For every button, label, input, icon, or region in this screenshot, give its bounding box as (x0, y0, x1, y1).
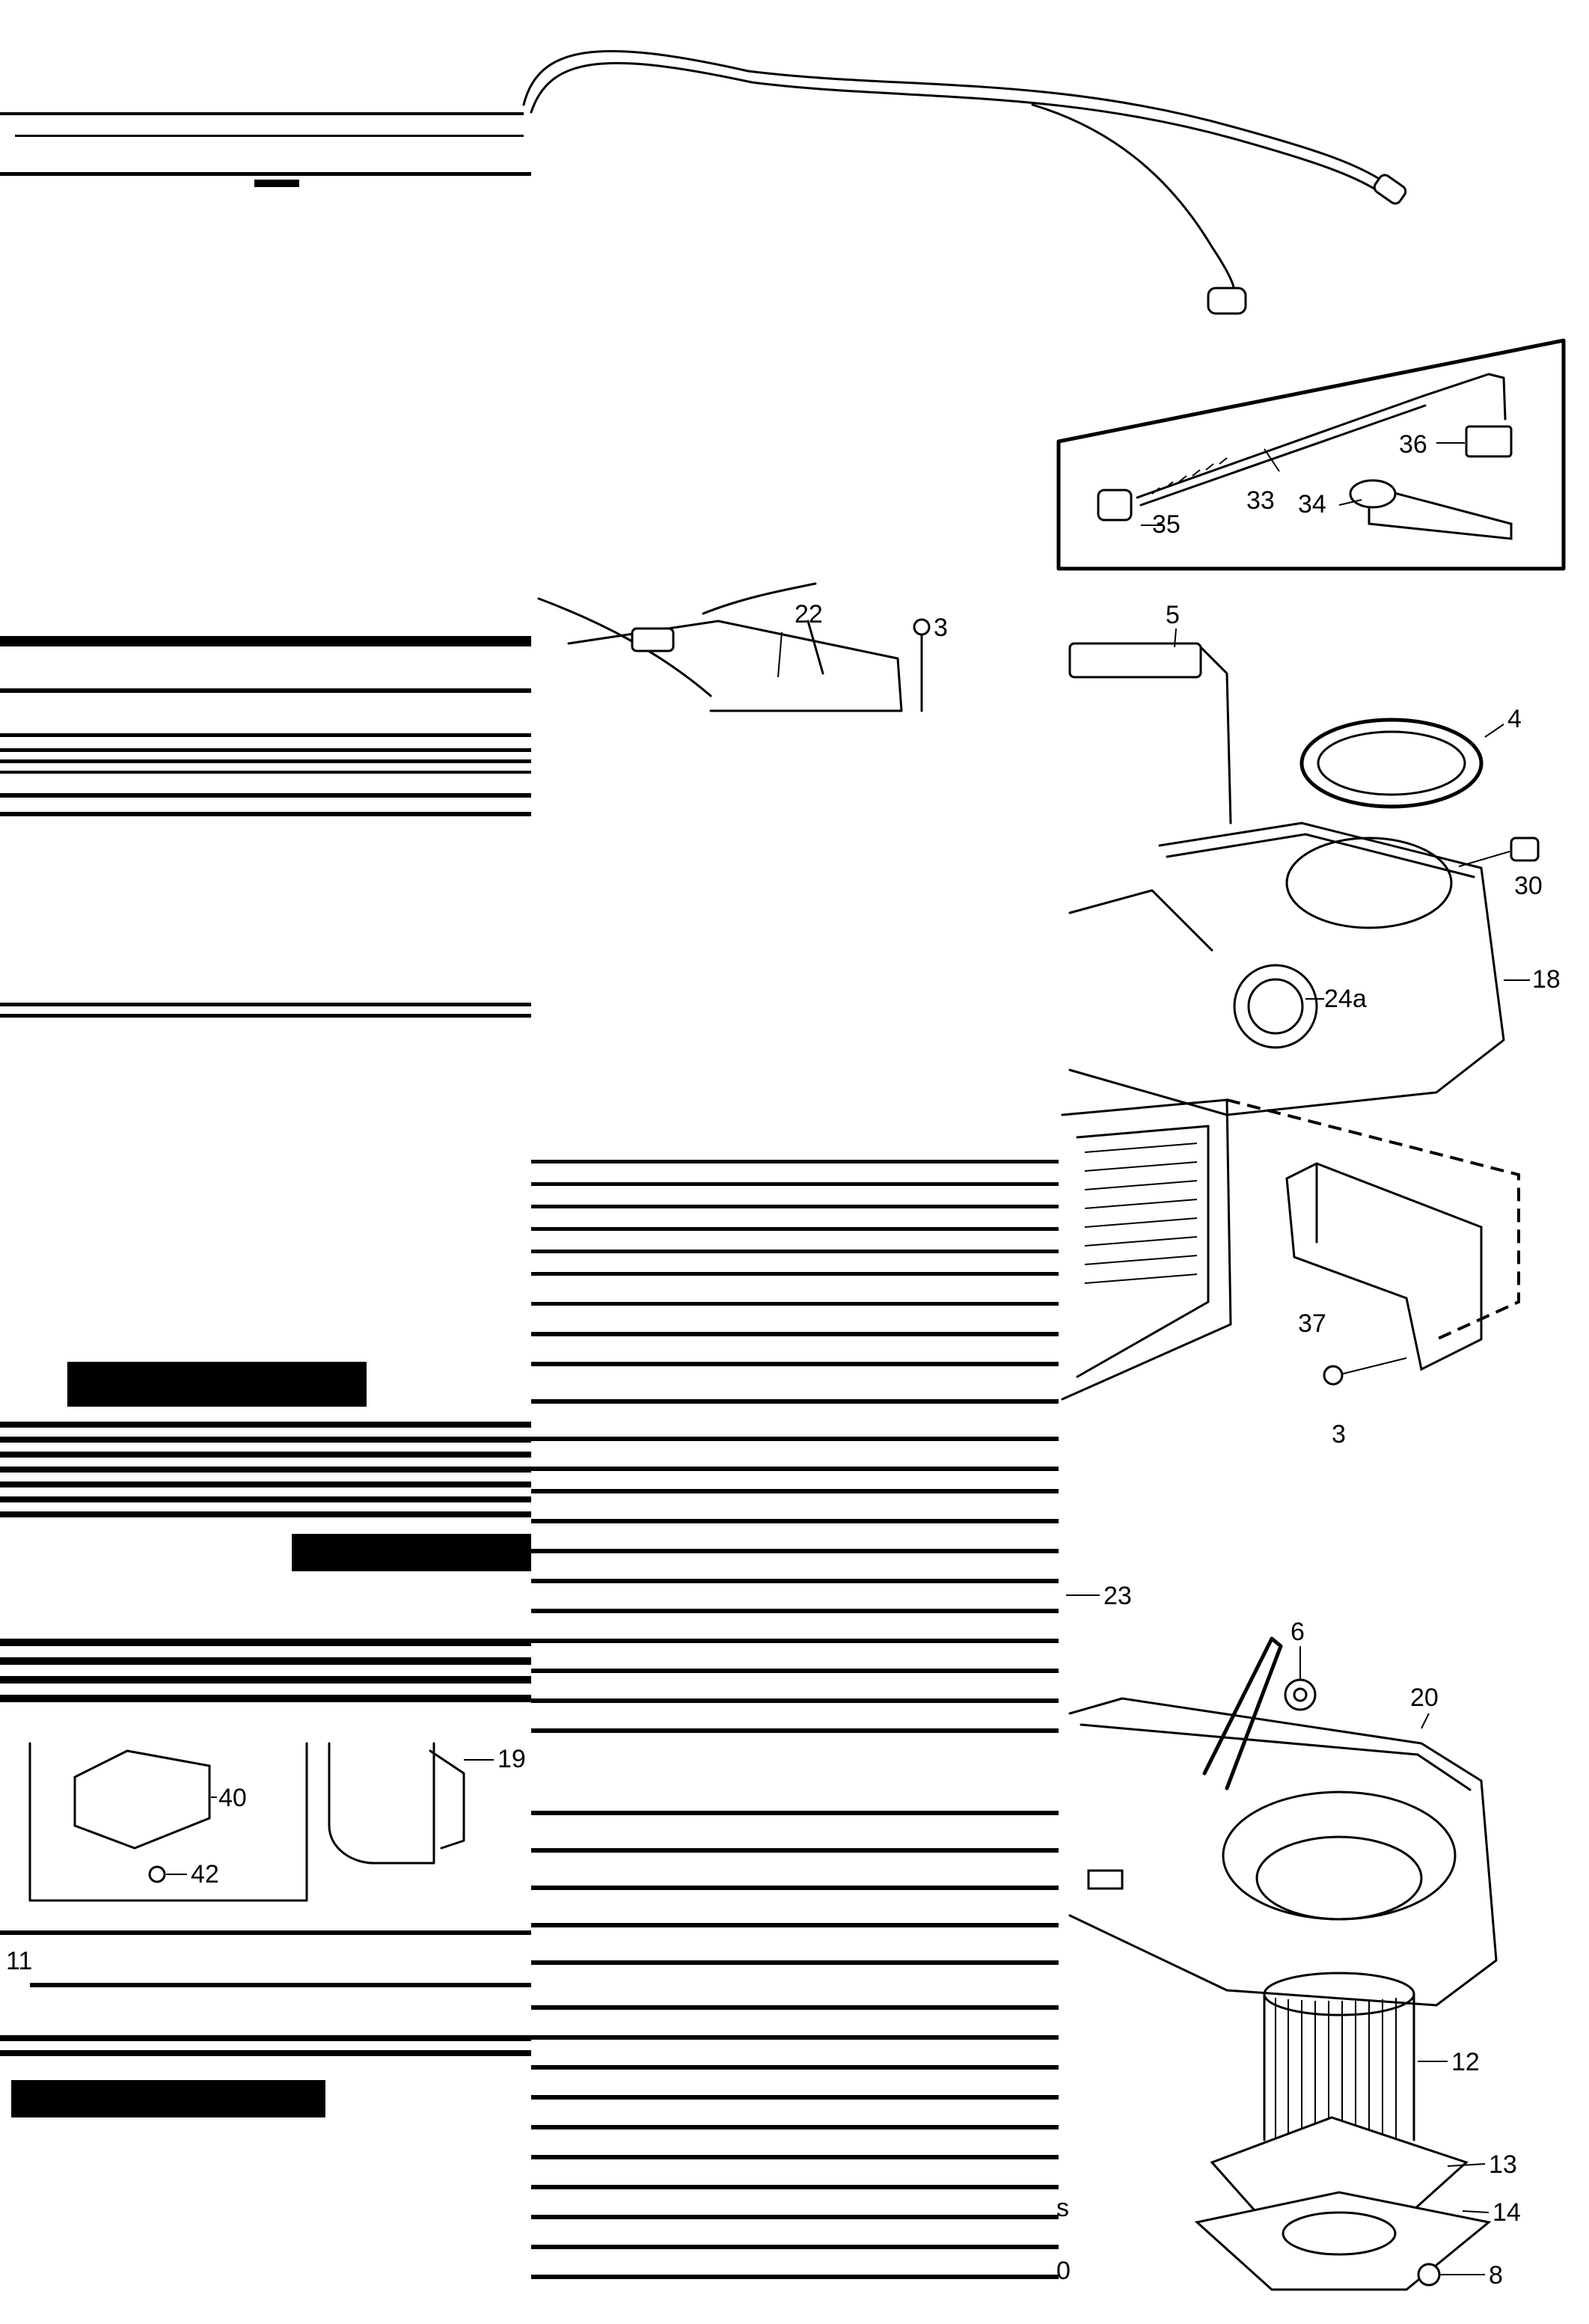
actuator-24a (1233, 964, 1318, 1049)
housing-20-tab (1087, 1869, 1124, 1890)
gasket-14 (1194, 2191, 1492, 2291)
screw-42 (148, 1865, 166, 1883)
clip-36 (1465, 425, 1513, 458)
lever-34 (1368, 485, 1513, 540)
leader-lines (777, 628, 1530, 2275)
label-3-lower: 3 (1332, 1420, 1346, 1449)
label-18: 18 (1532, 965, 1561, 994)
bracket-inset-40 (28, 1742, 308, 1902)
label-35: 35 (1152, 510, 1181, 539)
ring-4 (1299, 718, 1484, 809)
label-12: 12 (1451, 2048, 1480, 2076)
label-37: 37 (1298, 1309, 1326, 1338)
label-36: 36 (1399, 430, 1427, 459)
upper-housing-18 (1068, 642, 1540, 1116)
edge-fragment-0: 0 (1056, 2257, 1071, 2285)
clip-30 (1510, 837, 1540, 862)
cable-assembly (522, 49, 1407, 315)
label-5: 5 (1166, 601, 1180, 629)
part-callouts: 36 33 34 35 22 3 5 4 30 18 24a 37 3 23 6… (6, 430, 1561, 2290)
label-40: 40 (218, 1784, 247, 1812)
clip-35 (1097, 489, 1133, 522)
label-11: 11 (6, 1947, 32, 1975)
label-19: 19 (497, 1745, 526, 1773)
cover-37 (1226, 1098, 1520, 1386)
label-4: 4 (1507, 705, 1522, 733)
bracket-40 (73, 1749, 211, 1850)
linkage-inset (1056, 338, 1566, 571)
label-33: 33 (1246, 486, 1275, 515)
label-30: 30 (1514, 872, 1543, 900)
label-42: 42 (191, 1860, 219, 1889)
label-24a: 24a (1324, 985, 1367, 1013)
bracket-22 (537, 582, 931, 712)
nut-8 (1417, 2263, 1441, 2287)
label-20: 20 (1410, 1684, 1439, 1712)
label-23: 23 (1103, 1582, 1132, 1610)
screw-3-upper (913, 618, 931, 636)
lower-housing-20 (1068, 1636, 1498, 2007)
screw-3-lower (1323, 1365, 1344, 1386)
scan-artefact-left (0, 112, 531, 2117)
label-14: 14 (1492, 2198, 1521, 2227)
label-34: 34 (1298, 490, 1326, 519)
label-22: 22 (794, 600, 823, 629)
label-8: 8 (1489, 2261, 1503, 2290)
heater-core-23 (1061, 1098, 1232, 1401)
part-5-cover (1068, 642, 1202, 679)
cable-end-fitting (1207, 287, 1247, 315)
label-6: 6 (1291, 1618, 1305, 1646)
seal-19 (328, 1742, 494, 1865)
cable-end-clip (1373, 174, 1407, 205)
edge-fragment-s: s (1056, 2194, 1069, 2222)
blower-motor-assembly (1194, 1972, 1492, 2291)
scan-artefact-middle (531, 1160, 1059, 2279)
label-13: 13 (1489, 2150, 1517, 2179)
washer-6 (1284, 1678, 1317, 1711)
label-3-upper: 3 (934, 614, 948, 642)
